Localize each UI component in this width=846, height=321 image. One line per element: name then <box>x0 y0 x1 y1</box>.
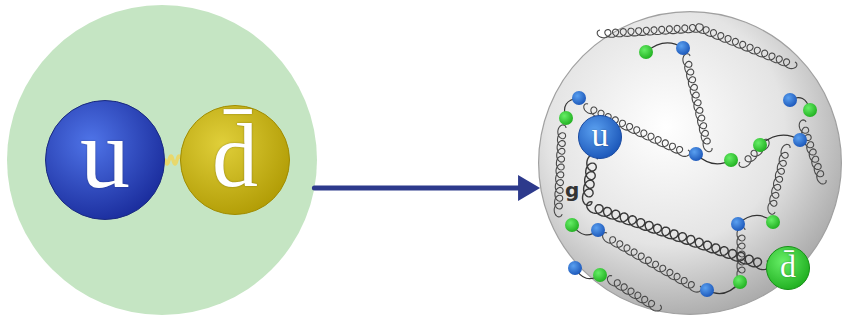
circle-shape <box>539 12 842 315</box>
sea-quark <box>639 45 653 59</box>
sea-quark <box>753 138 767 152</box>
particle-symbol: u <box>592 118 609 152</box>
connector <box>314 175 540 201</box>
circle-shape <box>579 116 622 159</box>
sea-quark <box>733 275 747 289</box>
hadron-sphere: u d̄ <box>538 11 842 315</box>
sea-gluon <box>603 233 702 293</box>
sea-gluon <box>799 120 826 184</box>
sea-gluon <box>768 144 790 214</box>
loop-line <box>572 225 598 235</box>
gluon-label: g <box>565 180 579 200</box>
connector <box>165 156 180 164</box>
sea-gluon <box>554 125 566 217</box>
sea-quark <box>676 41 690 55</box>
sea-quark <box>593 268 607 282</box>
quark-ball: u <box>578 115 622 159</box>
loop-line <box>738 215 773 224</box>
sea-quark <box>803 103 817 117</box>
loop-line <box>565 98 579 118</box>
sea-quarks <box>559 41 817 297</box>
sea-quark <box>766 215 780 229</box>
meson-bag: u d̄ <box>7 5 317 315</box>
gluon-wave <box>165 156 180 164</box>
sea-quark <box>783 93 797 107</box>
sea-gluon <box>683 54 712 152</box>
circle-shape <box>767 247 810 290</box>
sea-gluon <box>607 276 661 311</box>
sea-gluon <box>737 227 745 281</box>
circle-shape <box>7 5 317 315</box>
sea-gluon <box>584 104 690 157</box>
particle-symbol: d̄ <box>212 109 258 201</box>
arrow-head <box>518 175 540 201</box>
sea-quark <box>793 133 807 147</box>
antiquark-ball: d̄ <box>766 246 810 290</box>
sea-quark <box>689 147 703 161</box>
quark-loop-lines <box>565 43 810 294</box>
gluon-coil <box>583 154 770 269</box>
loop-line <box>707 282 740 294</box>
loop-line <box>790 98 810 110</box>
connector <box>583 154 770 269</box>
sea-quark <box>559 111 573 125</box>
sea-quark <box>591 223 605 237</box>
sea-gluon <box>739 139 769 167</box>
loop-line <box>646 43 683 52</box>
sea-gluons <box>554 24 826 311</box>
transition-arrow <box>314 186 520 191</box>
particle-symbol: u <box>80 104 130 204</box>
particle-symbol: d̄ <box>780 250 796 282</box>
sea-quark <box>731 217 745 231</box>
sea-quark <box>572 91 586 105</box>
sea-quark <box>724 153 738 167</box>
quark-ball: u <box>45 100 165 220</box>
sea-gluon <box>597 24 797 69</box>
sea-quark <box>568 261 582 275</box>
sea-quark <box>700 283 714 297</box>
loop-line <box>575 268 600 279</box>
circle-shape <box>46 101 165 220</box>
sea-quark <box>565 218 579 232</box>
circle-shape <box>181 106 290 215</box>
antiquark-ball: d̄ <box>180 105 290 215</box>
loop-line <box>696 154 731 164</box>
loop-line <box>760 135 800 145</box>
